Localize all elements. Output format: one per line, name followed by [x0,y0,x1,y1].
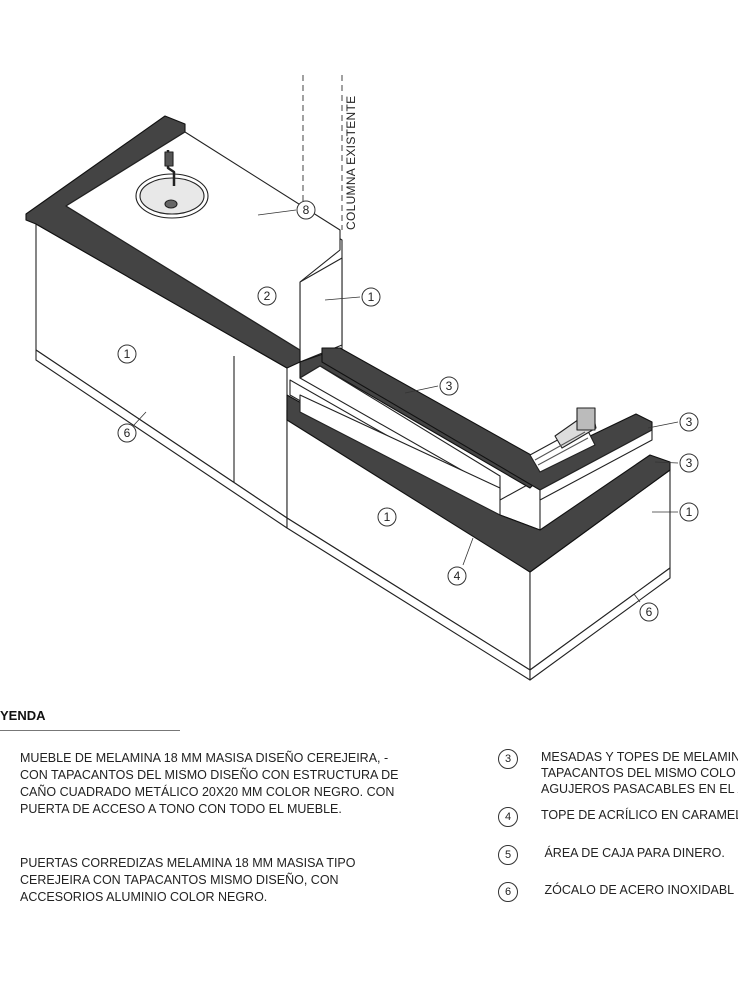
callout-6-left [117,423,137,443]
shelf-step [299,365,501,493]
callout-2 [257,286,277,306]
countertop-front [286,394,671,573]
callout-number: 3 [686,415,693,429]
legend-item-1: MUEBLE DE MELAMINA 18 MM MASISA DISEÑO C… [20,751,399,816]
counter-isometric-drawing: 1 2 8 1 1 6 3 3 3 1 4 6 COLUMNA EXISTENTE [25,75,699,681]
callout-8 [296,200,316,220]
column-existing-label: COLUMNA EXISTENTE [344,96,358,230]
callout-1-front [377,507,397,527]
legend-number-badge: 5 [498,845,518,865]
callout-6-right [639,602,659,622]
callout-1-left [117,344,137,364]
callout-number: 1 [368,290,375,304]
callout-3-top [679,412,699,432]
legend-item-text: ZÓCALO DE ACERO INOXIDABL [541,883,735,897]
legend-item-3: 3 MESADAS Y TOPES DE MELAMIN TAPACANTOS … [498,749,738,801]
legend-item-6: 6 ZÓCALO DE ACERO INOXIDABL [498,882,738,902]
callout-number: 2 [264,289,271,303]
acrylic-top [299,394,501,516]
callout-3-mid [439,376,459,396]
legend-item-4: 4 TOPE DE ACRÍLICO EN CARAMEL [498,807,738,827]
callout-number: 1 [384,510,391,524]
legend-item-2: PUERTAS CORREDIZAS MELAMINA 18 MM MASISA… [20,856,356,904]
legend-number-badge: 4 [498,807,518,827]
callout-1-side [361,287,381,307]
legend-number-badge: 3 [498,749,518,769]
callout-number: 8 [303,203,310,217]
legend-divider [0,730,180,731]
legend-item-text: TOPE DE ACRÍLICO EN CARAMEL [541,808,738,822]
callout-number: 1 [124,347,131,361]
callout-4 [447,566,467,586]
callout-1-right [679,502,699,522]
callout-number: 6 [124,426,131,440]
cash-register [529,407,597,473]
legend-item-text: MESADAS Y TOPES DE MELAMIN TAPACANTOS DE… [541,750,738,796]
legend-number-badge: 6 [498,882,518,902]
callout-number: 3 [446,379,453,393]
legend-item-5: 5 ÁREA DE CAJA PARA DINERO. [498,845,738,865]
callout-number: 4 [454,569,461,583]
rear-upper-face [539,429,653,501]
callout-number: 6 [646,605,653,619]
callout-number: 1 [686,505,693,519]
sink-drain [164,199,178,209]
legend-item-text: ÁREA DE CAJA PARA DINERO. [541,846,725,860]
callout-number: 3 [686,456,693,470]
callout-3-right [679,453,699,473]
legend-title: YENDA [0,708,46,723]
